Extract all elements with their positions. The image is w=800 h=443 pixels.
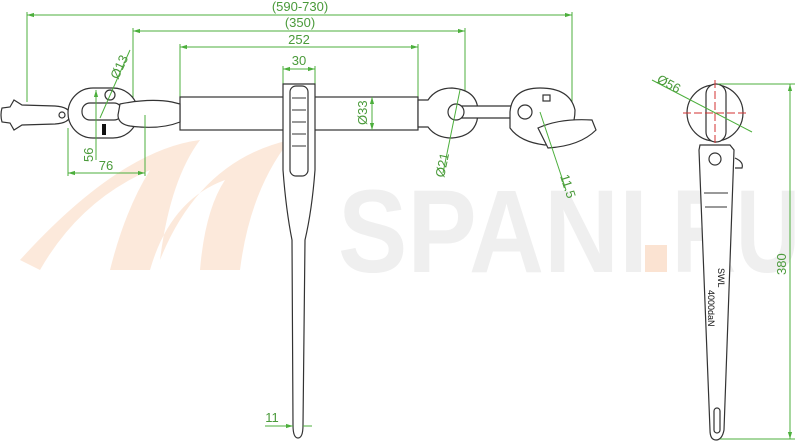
dim-handle-width: 30 xyxy=(292,53,306,68)
watermark-dot xyxy=(645,245,667,272)
dim-line-eye xyxy=(442,89,461,174)
dim-line-hook xyxy=(539,111,567,191)
left-end-fitting xyxy=(0,87,181,139)
dim-tube-length: 252 xyxy=(288,32,310,47)
handle-marking-swl: SWL xyxy=(716,268,726,288)
ratchet-handle-front xyxy=(282,83,316,439)
watermark-text: SPANI xyxy=(338,166,648,298)
dim-pin-diameter-left: Ø13 xyxy=(107,53,131,82)
watermark: SPANI RU xyxy=(20,140,800,298)
dim-eye-pin-diameter: Ø21 xyxy=(432,151,452,178)
dim-link-length: 76 xyxy=(99,158,113,173)
dim-tube-diameter: Ø33 xyxy=(355,100,370,125)
dim-pin-to-pin: (350) xyxy=(285,15,315,30)
dim-overall-length: (590-730) xyxy=(272,0,328,14)
dim-line-pin xyxy=(99,49,131,119)
handle-marking-capacity: 4000daN xyxy=(706,290,716,327)
dim-handle-length: 380 xyxy=(774,253,789,275)
dim-handle-end-width: 11 xyxy=(265,410,279,425)
top-dimensions: (590-730) (350) 252 30 xyxy=(26,0,573,125)
watermark-tail: RU xyxy=(672,166,800,298)
dim-hook-opening: 11.5 xyxy=(557,172,579,200)
dim-wheel-diameter: Ø56 xyxy=(655,71,684,96)
dim-link-height: 56 xyxy=(81,148,96,162)
right-end-fitting xyxy=(417,87,597,149)
watermark-swoosh xyxy=(20,140,290,270)
dim-line-wheel xyxy=(651,79,753,133)
